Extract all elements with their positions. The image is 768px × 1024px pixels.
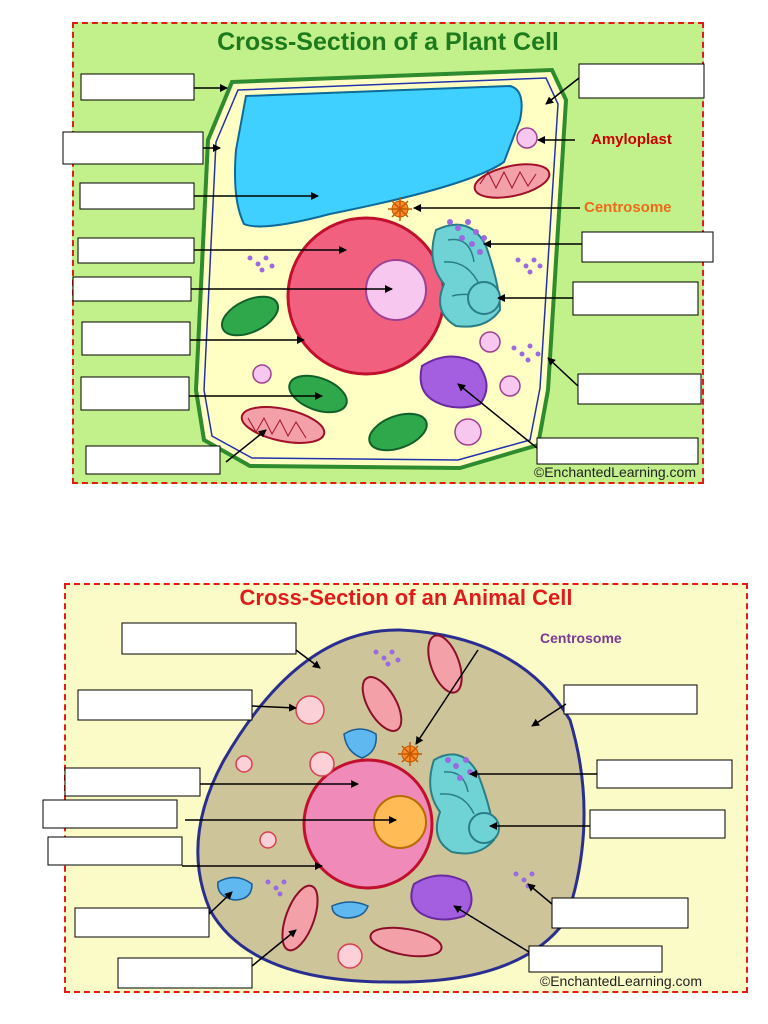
animal-centrosome [398,742,422,766]
animal-centrosome-label: Centrosome [540,630,622,646]
plant-label-boxes [62,63,714,475]
animal-vesicles [235,695,363,969]
animal-cell-title: Cross-Section of an Animal Cell [239,585,573,610]
plant-ribosome-clusters [247,219,543,363]
plant-credit: ©EnchantedLearning.com [533,464,696,480]
plant-cell-title: Cross-Section of a Plant Cell [217,28,559,56]
plant-golgi-er [431,223,502,328]
animal-nucleus [302,758,434,890]
plant-vacuole [234,84,523,228]
animal-credit: ©EnchantedLearning.com [539,973,702,989]
plant-golgi-purple [419,355,488,409]
animal-arrows [182,649,597,967]
amyloplast-label: Amyloplast [591,131,672,148]
plant-centrosome [388,197,412,221]
animal-label-boxes [42,622,733,989]
animal-golgi-purple [410,874,473,921]
plant-chloroplasts [220,295,428,452]
plant-centrosome-label: Centrosome [584,199,672,216]
animal-golgi-er [429,753,500,855]
plant-vesicles [252,331,521,446]
plant-nucleolus [365,259,427,321]
animal-nucleolus [373,795,427,849]
plant-mitochondria [240,163,551,444]
plant-amyloplast [516,127,538,149]
plant-arrows [189,77,582,463]
